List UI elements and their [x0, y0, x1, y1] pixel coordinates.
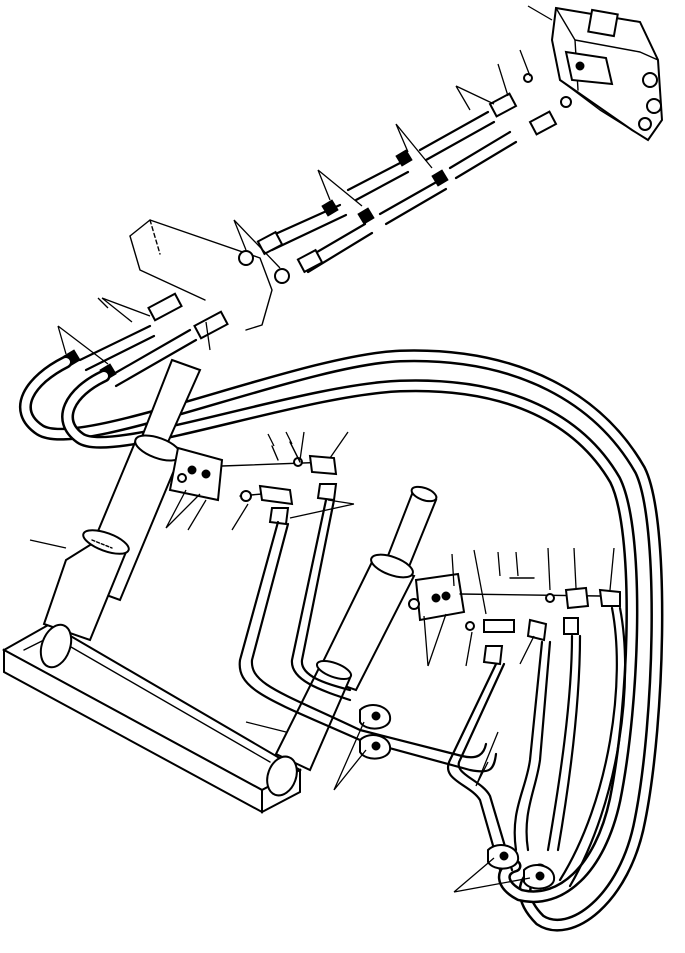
- right-manifold-block: [408, 572, 621, 666]
- upper-hose-assembly: [238, 73, 572, 284]
- right-hydraulic-cylinder: [266, 485, 438, 797]
- control-valve: [550, 6, 664, 142]
- left-hydraulic-cylinder: [39, 358, 202, 669]
- long-hose-loop-inner: [61, 369, 639, 904]
- medium-hoses-left: [238, 498, 498, 773]
- callout-leaders: [29, 5, 615, 893]
- hose-clamps: [359, 704, 556, 890]
- left-manifold-block: [168, 441, 338, 526]
- medium-hoses-right: [446, 606, 627, 888]
- left-fittings: [63, 292, 229, 388]
- frame-bracket: [129, 219, 273, 331]
